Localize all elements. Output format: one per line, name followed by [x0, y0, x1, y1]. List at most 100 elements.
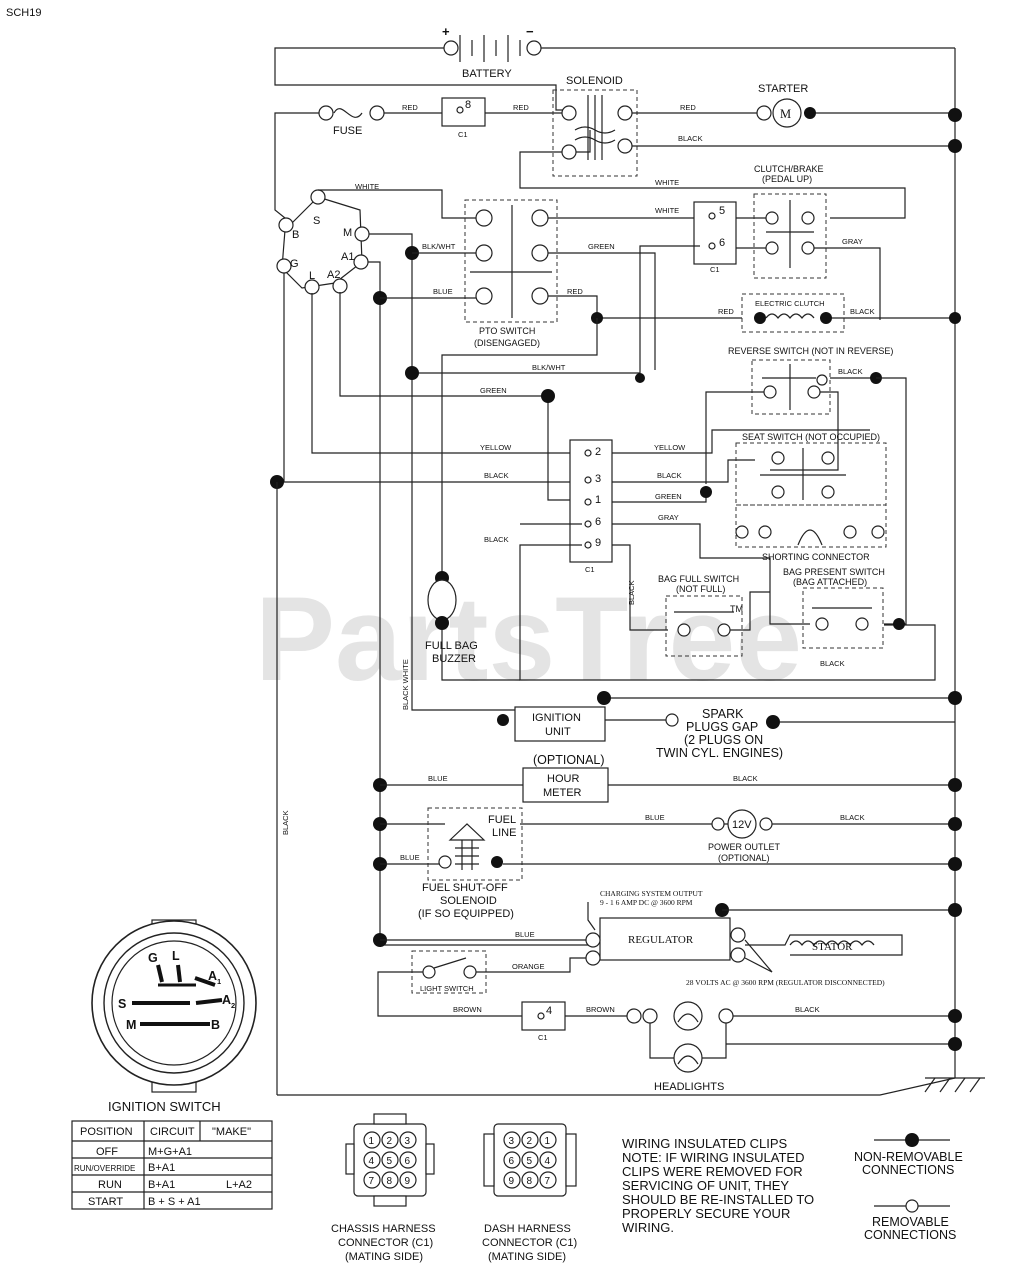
fuse-label: FUSE: [333, 125, 362, 137]
reverse-switch: REVERSE SWITCH (NOT IN REVERSE): [728, 346, 893, 415]
wire-label-black-6: BLACK: [657, 471, 682, 480]
svg-text:C1: C1: [538, 1033, 548, 1042]
svg-text:8: 8: [465, 99, 471, 111]
svg-text:BAG FULL SWITCH: BAG FULL SWITCH: [658, 574, 739, 584]
svg-text:3: 3: [595, 473, 601, 485]
connector-pin-number: 2: [527, 1136, 533, 1147]
connector-pin-number: 8: [527, 1176, 533, 1187]
note-line: SHOULD BE RE-INSTALLED TO: [622, 1192, 814, 1207]
connector-pin-number: 9: [509, 1176, 515, 1187]
svg-text:G: G: [148, 951, 158, 965]
wire-label-black-7: BLACK: [484, 535, 509, 544]
table-header: CIRCUIT: [150, 1126, 195, 1138]
table-cell-circuit: B+A1: [148, 1162, 175, 1174]
connector-pin-number: 1: [545, 1136, 551, 1147]
connector-pin-number: 6: [405, 1156, 411, 1167]
svg-text:S: S: [118, 997, 126, 1011]
pto-label: PTO SWITCH: [479, 326, 535, 336]
svg-text:A: A: [208, 969, 217, 983]
wire-label-green-2: GREEN: [480, 386, 507, 395]
svg-text:POWER OUTLET: POWER OUTLET: [708, 842, 781, 852]
wire-label-blue-5: BLUE: [515, 930, 535, 939]
svg-text:S: S: [313, 215, 320, 227]
fuel-shutoff-solenoid: FUEL LINE FUEL SHUT-OFF SOLENOID (IF SO …: [418, 807, 523, 920]
wire-label-black-12: BLACK: [795, 1005, 820, 1014]
connector-pin: [521, 1151, 539, 1169]
table-cell-position: RUN/OVERRIDE: [74, 1164, 135, 1173]
table-cell-position: RUN: [98, 1179, 122, 1191]
note-line: NOTE: IF WIRING INSULATED: [622, 1150, 805, 1165]
svg-text:PLUGS GAP: PLUGS GAP: [686, 720, 758, 734]
wire-label-black-5: BLACK: [281, 810, 290, 835]
table-cell-make: L+A2: [226, 1179, 252, 1191]
reverse-switch-label: REVERSE SWITCH (NOT IN REVERSE): [728, 346, 893, 356]
note-line: WIRING INSULATED CLIPS: [622, 1136, 788, 1151]
ignition-switch-dial: G L A 1 A 2 S M B: [91, 919, 257, 1093]
fuse: FUSE: [274, 105, 385, 223]
connector-pin-number: 7: [545, 1176, 551, 1187]
svg-text:C1: C1: [710, 265, 720, 274]
svg-text:HEADLIGHTS: HEADLIGHTS: [654, 1081, 724, 1093]
svg-text:5: 5: [719, 205, 725, 217]
svg-text:REMOVABLE: REMOVABLE: [872, 1215, 949, 1229]
svg-text:1: 1: [217, 977, 221, 986]
svg-text:DASH HARNESS: DASH HARNESS: [484, 1223, 571, 1235]
wire-label-black-4: BLACK: [484, 471, 509, 480]
svg-text:UNIT: UNIT: [545, 726, 571, 738]
svg-text:CHASSIS HARNESS: CHASSIS HARNESS: [331, 1223, 436, 1235]
wire-label-blue-2: BLUE: [428, 774, 448, 783]
bag-present-switch: BAG PRESENT SWITCH (BAG ATTACHED): [783, 567, 905, 649]
wire-label-red-1: RED: [402, 103, 418, 112]
table-header: POSITION: [80, 1126, 133, 1138]
svg-text:M: M: [343, 227, 352, 239]
connector-pin-number: 6: [509, 1156, 515, 1167]
svg-text:BAG PRESENT SWITCH: BAG PRESENT SWITCH: [783, 567, 885, 577]
svg-text:1: 1: [595, 494, 601, 506]
connector-pin-number: 5: [387, 1156, 393, 1167]
wire-label-blue-4: BLUE: [400, 853, 420, 862]
svg-text:LIGHT SWITCH: LIGHT SWITCH: [420, 984, 474, 993]
svg-text:A: A: [222, 993, 231, 1007]
svg-text:FULL BAG: FULL BAG: [425, 640, 478, 652]
svg-text:9: 9: [595, 537, 601, 549]
wire-label-blue-3: BLUE: [645, 813, 665, 822]
wire-label-black-11: BLACK: [840, 813, 865, 822]
note-line: PROPERLY SECURE YOUR: [622, 1206, 790, 1221]
table-cell-position: OFF: [96, 1146, 118, 1158]
wire-label-black-white: BLACK WHITE: [401, 659, 410, 710]
svg-text:CHARGING SYSTEM OUTPUT: CHARGING SYSTEM OUTPUT: [600, 889, 703, 898]
wire-label-black-1: BLACK: [678, 134, 703, 143]
connector-pin-number: 7: [369, 1176, 375, 1187]
svg-text:6: 6: [595, 516, 601, 528]
connector-pin: [381, 1151, 399, 1169]
c1-main-connector: 2 3 1 6 9 C1: [569, 439, 613, 574]
connector-pin: [399, 1151, 417, 1169]
svg-text:12V: 12V: [732, 819, 752, 831]
svg-text:LINE: LINE: [492, 827, 516, 839]
note-line: WIRING.: [622, 1220, 674, 1235]
electric-clutch-label: ELECTRIC CLUTCH: [755, 299, 825, 308]
ignition-switch-title: IGNITION SWITCH: [108, 1099, 221, 1114]
battery-plus: +: [442, 24, 450, 39]
connector-pin: [521, 1131, 539, 1149]
svg-text:HOUR: HOUR: [547, 773, 579, 785]
hour-meter-optional: (OPTIONAL): [533, 753, 605, 767]
svg-text:FUEL SHUT-OFF: FUEL SHUT-OFF: [422, 882, 508, 894]
connector-pin: [539, 1151, 557, 1169]
connector-pin-number: 1: [369, 1136, 375, 1147]
hour-meter: (OPTIONAL) HOUR METER: [522, 753, 609, 803]
diagram-id: SCH19: [6, 7, 41, 19]
svg-text:C1: C1: [585, 565, 595, 574]
connector-pin: [363, 1171, 381, 1189]
svg-text:(OPTIONAL): (OPTIONAL): [718, 853, 770, 863]
clutch-brake-state: (PEDAL UP): [762, 174, 812, 184]
connector-pin-number: 4: [369, 1156, 375, 1167]
svg-text:CONNECTIONS: CONNECTIONS: [862, 1163, 954, 1177]
clutch-brake-label: CLUTCH/BRAKE: [754, 164, 824, 174]
wire-label-yellow-2: YELLOW: [654, 443, 686, 452]
connector-pin-number: 5: [527, 1156, 533, 1167]
solenoid-label: SOLENOID: [566, 75, 623, 87]
power-outlet: 12V POWER OUTLET (OPTIONAL): [708, 809, 781, 863]
connection-legend: NON-REMOVABLE CONNECTIONS REMOVABLE CONN…: [854, 1133, 963, 1242]
